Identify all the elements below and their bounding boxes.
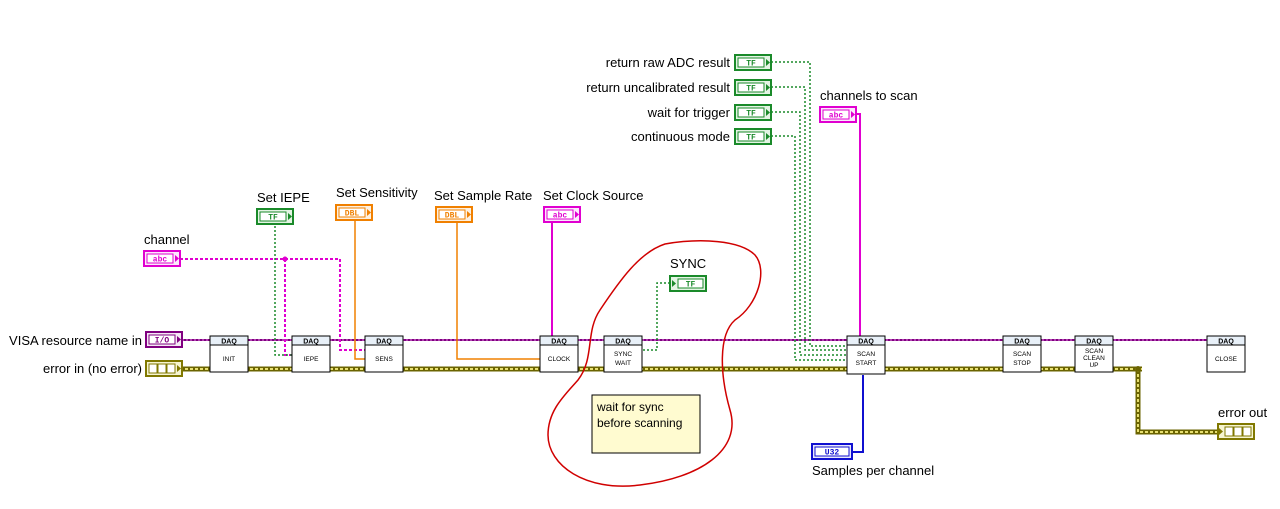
set-sample-rate-wire[interactable]	[456, 219, 540, 360]
samples-per-channel-label: Samples per channel	[812, 463, 934, 478]
dbl-tag: DBL	[345, 210, 360, 219]
continuous-terminal[interactable]: TF	[734, 128, 772, 145]
return-raw-terminal[interactable]: TF	[734, 54, 772, 71]
vi-sync-wait[interactable]: DAQ SYNC WAIT	[603, 335, 643, 373]
comment-box[interactable]: wait for sync before scanning	[591, 394, 701, 454]
daq-header: DAQ	[221, 339, 237, 346]
error-wire[interactable]	[180, 366, 1218, 435]
set-iepe-wire[interactable]	[274, 226, 292, 356]
wait-trigger-label: wait for trigger	[647, 105, 731, 120]
vi-scan-clean-up-label-2: CLEAN	[1083, 355, 1105, 362]
tf-tag: TF	[686, 281, 696, 290]
daq-header: DAQ	[551, 339, 567, 346]
vi-init-label: INIT	[223, 356, 235, 363]
wait-trigger-wire[interactable]	[771, 111, 847, 356]
vi-init[interactable]: DAQ INIT	[209, 335, 249, 373]
vi-close-label: CLOSE	[1215, 356, 1238, 363]
return-uncal-wire[interactable]	[771, 86, 847, 351]
vi-scan-start[interactable]: DAQ SCAN START	[846, 335, 886, 375]
return-raw-wire[interactable]	[771, 61, 847, 347]
vi-sync-wait-label-1: SYNC	[614, 351, 632, 358]
abc-tag: abc	[153, 256, 168, 265]
u32-tag: U32	[825, 449, 840, 458]
error-out-terminal[interactable]	[1217, 423, 1255, 440]
error-wire-junction	[1135, 366, 1141, 372]
visa-resource-label: VISA resource name in	[9, 333, 142, 348]
vi-scan-clean-up-label-1: SCAN	[1085, 348, 1103, 355]
vi-scan-clean-up[interactable]: DAQ SCAN CLEAN UP	[1074, 335, 1114, 373]
tf-tag: TF	[746, 110, 756, 119]
abc-tag: abc	[553, 212, 568, 221]
samples-wire[interactable]	[853, 375, 864, 453]
return-uncal-label: return uncalibrated result	[586, 80, 730, 95]
visa-tag: I/O	[155, 337, 170, 346]
error-in-label: error in (no error)	[43, 361, 142, 376]
vi-sens-label: SENS	[375, 356, 393, 363]
vi-close[interactable]: DAQ CLOSE	[1206, 335, 1246, 373]
daq-header: DAQ	[1218, 339, 1234, 346]
tf-tag: TF	[746, 134, 756, 143]
daq-header: DAQ	[1086, 339, 1102, 346]
set-sample-rate-terminal[interactable]: DBL	[435, 206, 473, 223]
vi-iepe[interactable]: DAQ IEPE	[291, 335, 331, 373]
return-uncal-terminal[interactable]: TF	[734, 79, 772, 96]
daq-header: DAQ	[858, 339, 874, 346]
vi-scan-stop-label-2: STOP	[1013, 360, 1031, 367]
vi-scan-stop[interactable]: DAQ SCAN STOP	[1002, 335, 1042, 373]
channel-terminal[interactable]: abc	[143, 250, 181, 267]
continuous-wire[interactable]	[771, 135, 847, 361]
vi-scan-start-label-1: SCAN	[857, 351, 875, 358]
set-sample-rate-label: Set Sample Rate	[434, 188, 532, 203]
set-iepe-label: Set IEPE	[257, 190, 310, 205]
sync-indicator[interactable]: TF	[669, 275, 707, 292]
abc-tag: abc	[829, 112, 844, 121]
set-sensitivity-wire[interactable]	[354, 219, 365, 360]
continuous-label: continuous mode	[631, 129, 730, 144]
sync-label: SYNC	[670, 256, 706, 271]
set-sensitivity-label: Set Sensitivity	[336, 185, 418, 200]
channels-to-scan-wire[interactable]	[856, 113, 861, 336]
set-iepe-terminal[interactable]: TF	[256, 208, 294, 225]
tf-tag: TF	[746, 60, 756, 69]
vi-scan-start-label-2: START	[856, 360, 877, 367]
channels-to-scan-terminal[interactable]: abc	[819, 106, 857, 123]
daq-header: DAQ	[615, 339, 631, 346]
highlight-circle	[547, 240, 762, 487]
error-in-terminal[interactable]	[145, 360, 183, 377]
dbl-tag: DBL	[445, 212, 460, 221]
vi-clock[interactable]: DAQ CLOCK	[539, 335, 579, 373]
wires	[180, 61, 1218, 453]
error-out-label: error out	[1218, 405, 1268, 420]
visa-resource-terminal[interactable]: I/O	[145, 331, 183, 348]
vi-scan-stop-label-1: SCAN	[1013, 351, 1031, 358]
daq-header: DAQ	[376, 339, 392, 346]
channel-wire-junction	[282, 256, 288, 262]
samples-per-channel-terminal[interactable]: U32	[811, 443, 853, 460]
vi-scan-clean-up-label-3: UP	[1089, 362, 1098, 369]
vi-iepe-label: IEPE	[304, 356, 319, 363]
vi-clock-label: CLOCK	[548, 356, 571, 363]
comment-line-1: wait for sync	[596, 400, 664, 414]
set-clock-source-terminal[interactable]: abc	[543, 206, 581, 223]
set-sensitivity-terminal[interactable]: DBL	[335, 204, 373, 221]
set-clock-source-label: Set Clock Source	[543, 188, 643, 203]
tf-tag: TF	[746, 85, 756, 94]
channel-label: channel	[144, 232, 190, 247]
daq-header: DAQ	[1014, 339, 1030, 346]
tf-tag: TF	[268, 214, 278, 223]
channel-wire[interactable]	[180, 258, 365, 356]
vi-sync-wait-label-2: WAIT	[615, 360, 631, 367]
wait-trigger-terminal[interactable]: TF	[734, 104, 772, 121]
vi-sens[interactable]: DAQ SENS	[364, 335, 404, 373]
channels-to-scan-label: channels to scan	[820, 88, 918, 103]
return-raw-label: return raw ADC result	[606, 55, 731, 70]
comment-line-2: before scanning	[597, 416, 682, 430]
daq-header: DAQ	[303, 339, 319, 346]
